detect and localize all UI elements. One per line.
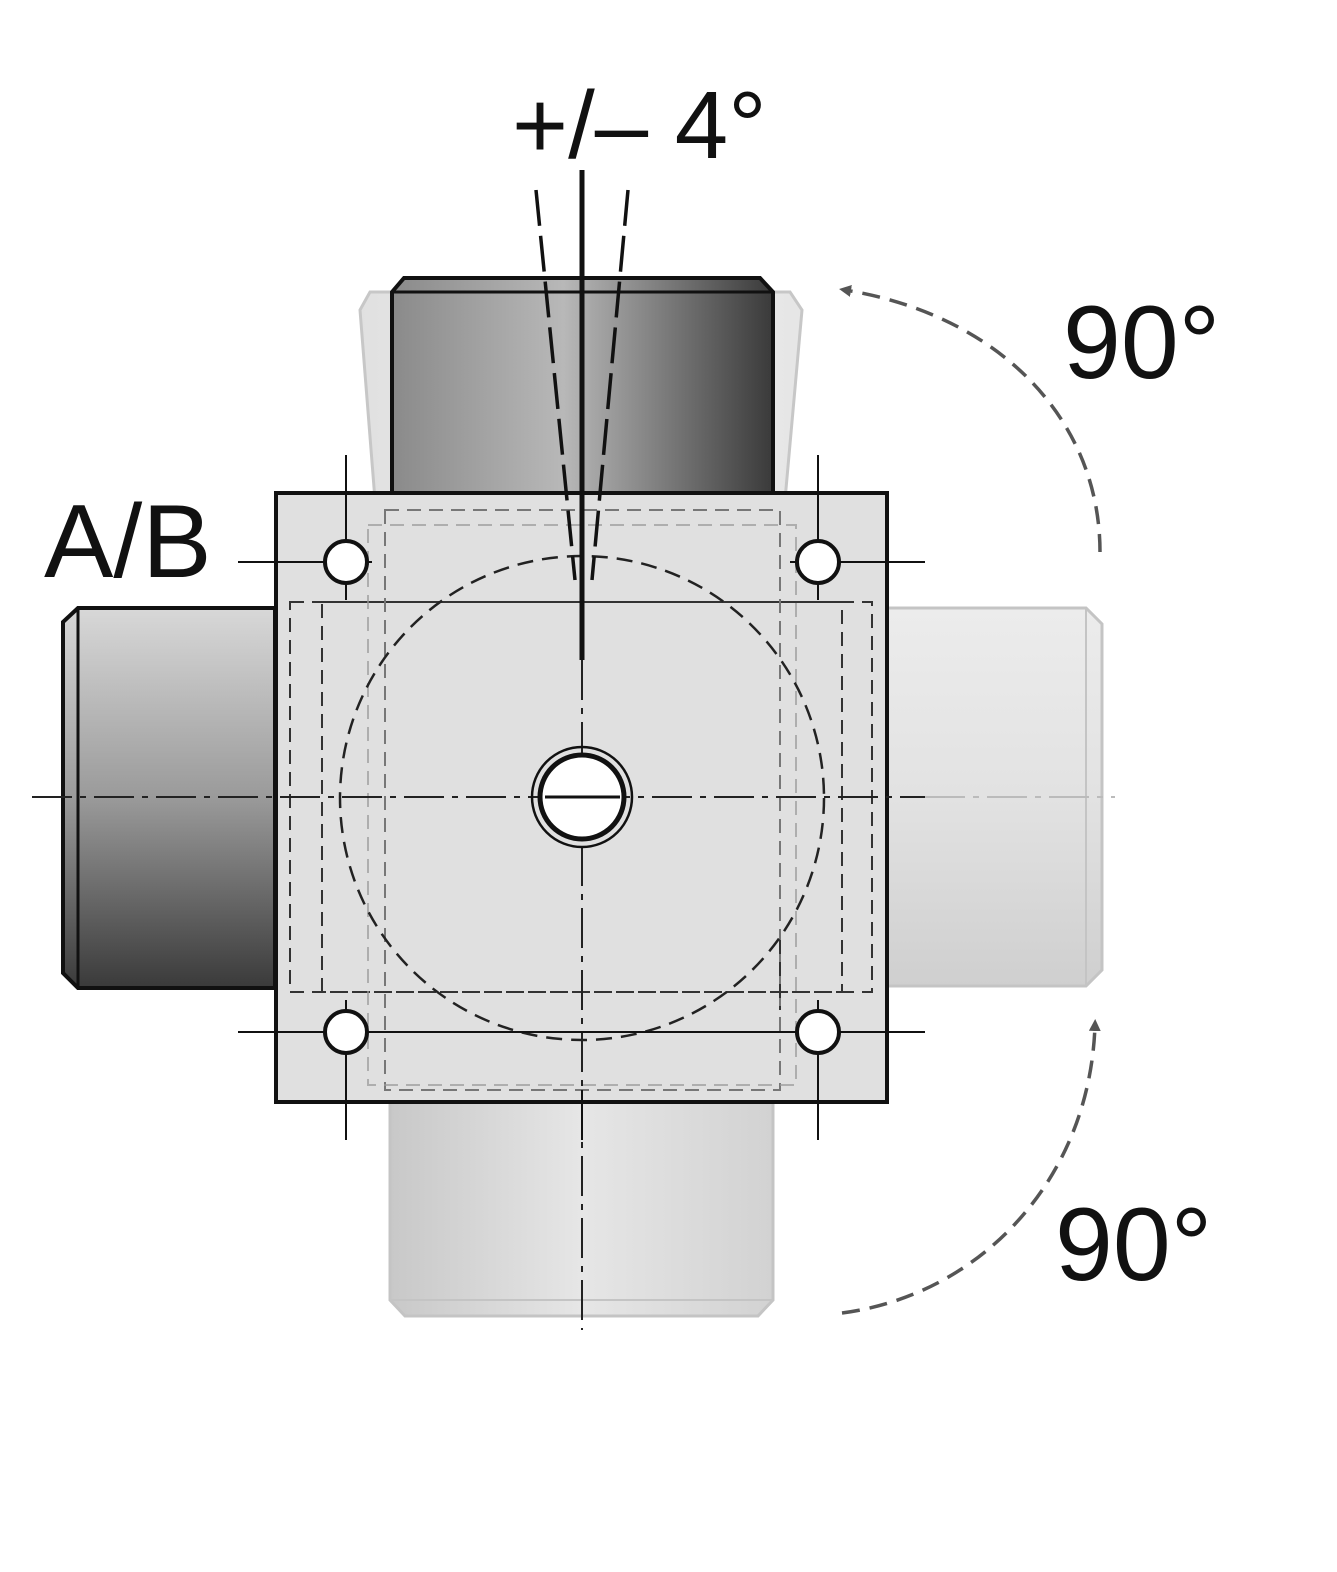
mounting-hole-bottom-right: [795, 1009, 841, 1055]
tilt-label: +/– 4°: [512, 72, 767, 179]
shaft-side-label: A/B: [44, 484, 212, 600]
tilt-indicator: [534, 170, 630, 660]
rotation-label-lower: 90°: [1055, 1187, 1212, 1303]
rotation-arrow-upper: [839, 285, 1102, 553]
mounting-hole-top-right: [795, 539, 841, 585]
rotation-arrow-lower: [841, 1019, 1101, 1315]
mounting-hole-bottom-left: [323, 1009, 369, 1055]
rotation-label-upper: 90°: [1063, 285, 1220, 401]
center-bore: [530, 745, 634, 849]
mounting-hole-top-left: [323, 539, 369, 585]
